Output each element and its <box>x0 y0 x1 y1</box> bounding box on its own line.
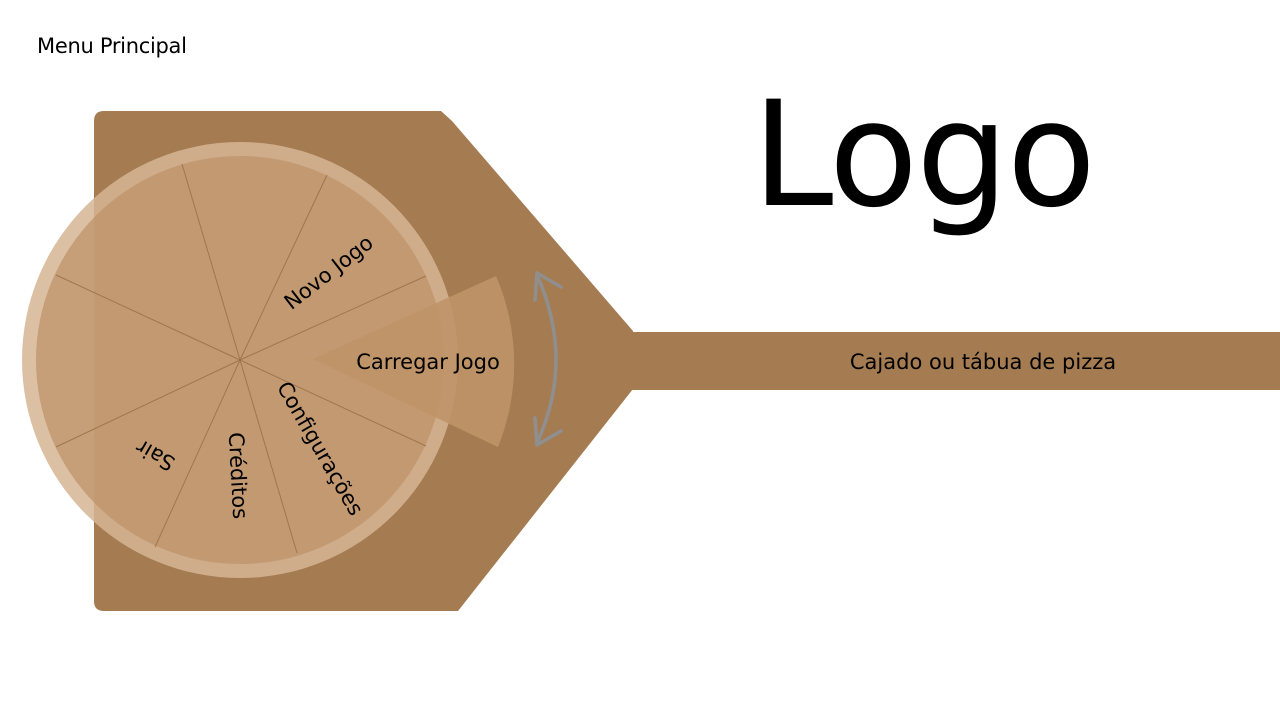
slice-lines <box>55 163 427 554</box>
slice-line <box>239 359 427 447</box>
slice-line <box>55 274 241 361</box>
menu-item-creditos[interactable]: Créditos <box>224 432 253 520</box>
page-title: Menu Principal <box>37 34 187 58</box>
rotate-arrow-icon <box>533 271 563 447</box>
pizza-wheel: Novo Jogo Carregar Jogo Configurações Cr… <box>22 142 515 578</box>
slice-line <box>181 163 241 361</box>
slice-line <box>239 275 427 361</box>
slice-line <box>239 174 328 361</box>
menu-item-carregar-jogo[interactable]: Carregar Jogo <box>356 350 500 374</box>
rotate-arrow-head-bottom <box>533 416 563 447</box>
peel-handle <box>630 332 1280 390</box>
peel-handle-label: Cajado ou tábua de pizza <box>850 350 1116 374</box>
rotate-arrow-curve <box>535 273 558 445</box>
selected-slice[interactable] <box>313 276 515 447</box>
slice-line <box>239 359 298 554</box>
logo-placeholder: Logo <box>752 70 1096 240</box>
slice-line <box>55 359 241 448</box>
rotate-arrow-head-top <box>533 271 563 302</box>
slice-line <box>154 359 241 548</box>
